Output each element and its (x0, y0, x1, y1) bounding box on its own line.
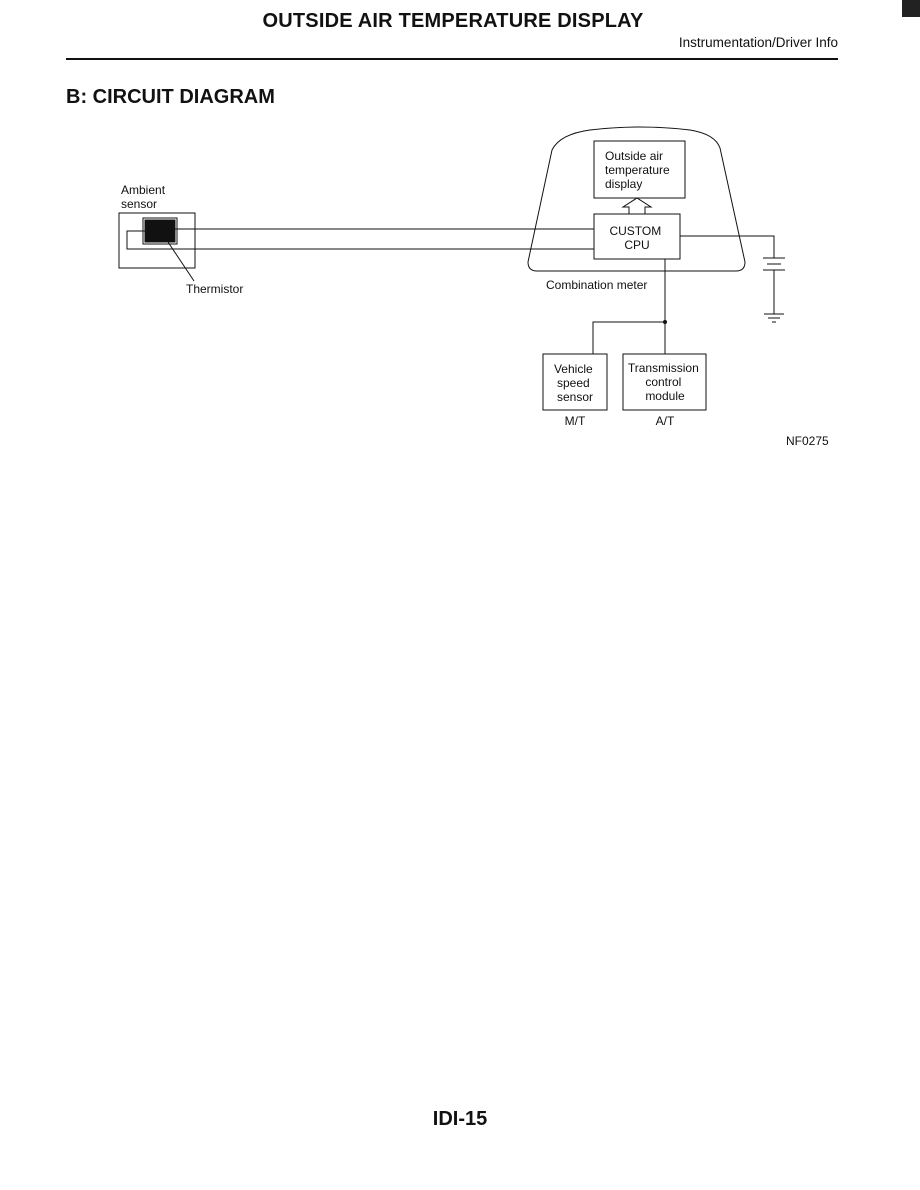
header-divider (66, 58, 838, 60)
display-arrow-icon (621, 197, 653, 214)
ambient-sensor-box (118, 212, 196, 269)
cpu-label: CUSTOM CPU (609, 224, 664, 252)
at-label: A/T (656, 414, 675, 428)
combination-meter-outline (527, 126, 746, 272)
page-title: OUTSIDE AIR TEMPERATURE DISPLAY (262, 10, 644, 32)
page-number: IDI-15 (432, 1108, 488, 1130)
mt-label: M/T (565, 414, 586, 428)
thermistor-leader (167, 241, 195, 282)
sensor-lead-left (126, 230, 594, 250)
transmission-control-module-label: Transmission control module (628, 361, 702, 403)
thermistor-element (144, 219, 176, 243)
wire-junction (663, 320, 667, 324)
power-wire (680, 235, 775, 258)
temperature-display-box (593, 140, 686, 199)
thermistor-label: Thermistor (186, 282, 243, 296)
vehicle-speed-sensor-label: Vehicle speed sensor (554, 362, 596, 404)
circuit-diagram-svg: Ambient sensor Thermistor Outside air te… (118, 126, 829, 448)
temperature-display-label: Outside air temperature display (605, 149, 673, 191)
section-heading: B: CIRCUIT DIAGRAM (66, 86, 275, 108)
corner-scan-mark (902, 0, 920, 17)
section-label: Instrumentation/Driver Info (678, 35, 838, 50)
transmission-control-module-box (622, 353, 707, 411)
figure-code: NF0275 (786, 434, 829, 448)
combination-meter-label: Combination meter (546, 278, 647, 292)
ambient-sensor-label: Ambient sensor (121, 183, 168, 211)
circuit-diagram: Ambient sensor Thermistor Outside air te… (100, 115, 860, 460)
vehicle-speed-sensor-box (542, 353, 608, 411)
